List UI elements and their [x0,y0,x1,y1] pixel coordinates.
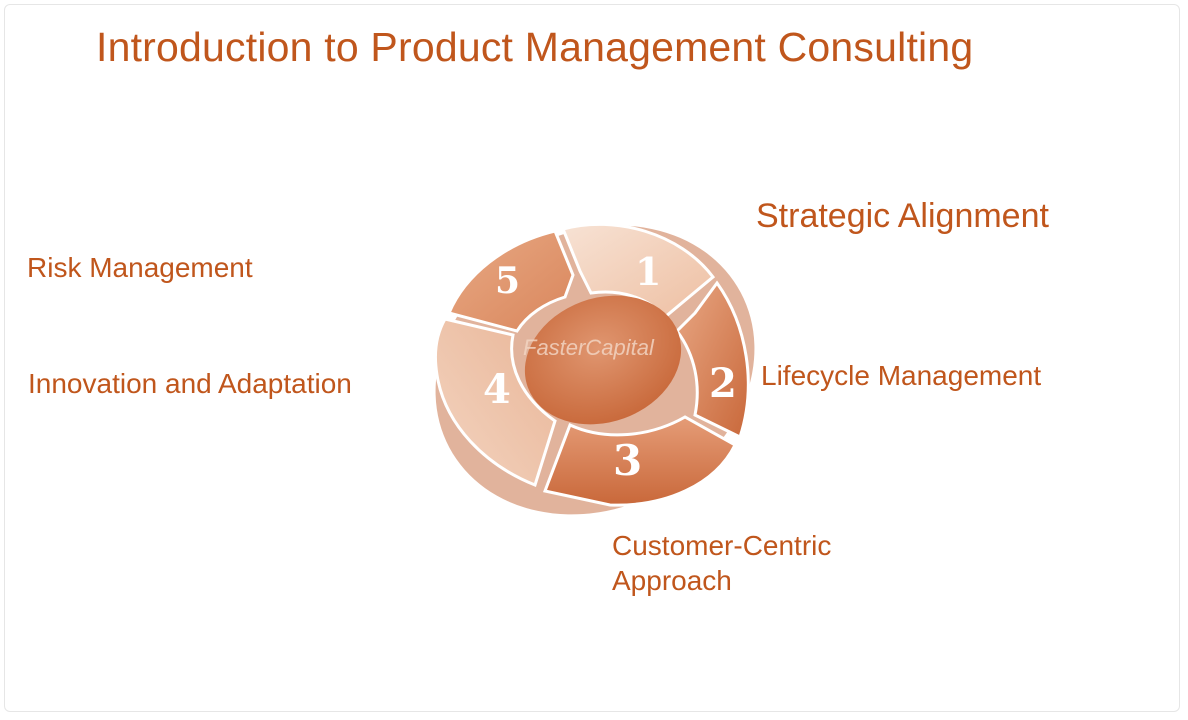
segment-2 [675,280,750,440]
label-customer-centric: Customer-Centric Approach [612,528,912,598]
segment-5-number: 5 [495,260,520,302]
page-title: Introduction to Product Management Consu… [96,24,974,70]
segment-3-number: 3 [613,436,642,485]
ring-center-hub [524,295,682,425]
segment-2-number: 2 [709,360,737,407]
watermark-text: FasterCapital [523,335,655,360]
label-risk-management: Risk Management [27,252,253,283]
segment-5 [446,229,575,333]
label-innovation-adaptation: Innovation and Adaptation [28,368,352,399]
segment-3 [542,415,737,507]
label-customer-centric-line2: Approach [612,565,732,596]
segment-1 [560,222,716,320]
label-lifecycle-management: Lifecycle Management [761,360,1042,391]
segment-4 [433,317,557,487]
segment-4-number: 4 [483,366,511,413]
segment-1-number: 1 [635,249,661,294]
label-strategic-alignment: Strategic Alignment [756,197,1049,235]
cycle-ring-diagram: FasterCapital 1 2 3 4 5 [433,222,755,515]
label-customer-centric-line1: Customer-Centric [612,530,832,561]
